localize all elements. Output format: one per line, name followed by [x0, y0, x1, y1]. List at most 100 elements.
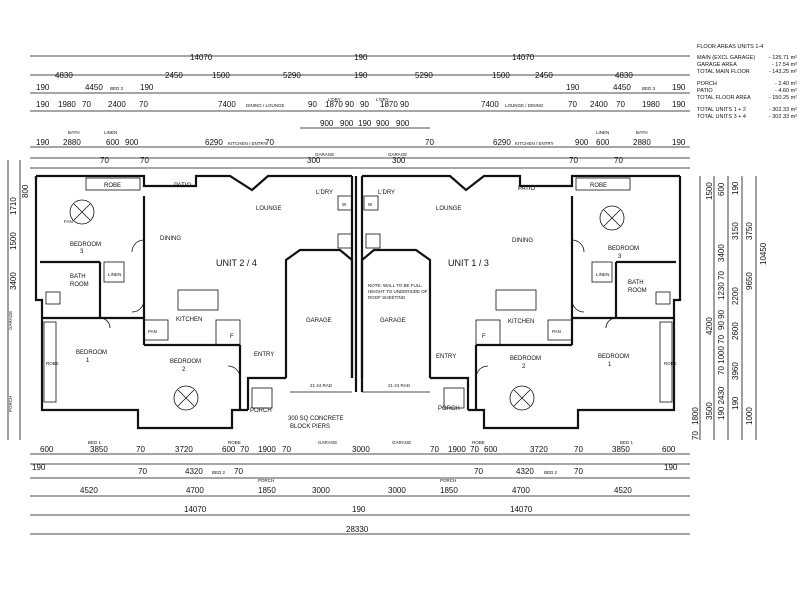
svg-text:W: W [342, 202, 347, 207]
svg-text:600: 600 [662, 445, 676, 454]
svg-text:190 2430: 190 2430 [717, 386, 726, 420]
svg-text:70: 70 [691, 431, 700, 440]
svg-text:4320: 4320 [185, 467, 203, 476]
svg-text:190: 190 [664, 463, 678, 472]
area-row: TOTAL FLOOR AREA- 150.25 m² [697, 95, 797, 101]
room-kitchen: KITCHEN [176, 317, 202, 323]
svg-text:1850: 1850 [258, 486, 276, 495]
svg-text:1870: 1870 [380, 100, 398, 109]
top-dimension-row-6: BATH LINEN 190 2880 600 900 6290 KITCHEN… [36, 130, 686, 147]
room-porch: PORCH [438, 406, 460, 412]
svg-text:GARAGE: GARAGE [315, 152, 334, 157]
room-garage: GARAGE [306, 318, 332, 324]
svg-text:4200: 4200 [705, 317, 714, 335]
svg-text:3500: 3500 [705, 402, 714, 420]
svg-text:90: 90 [345, 100, 354, 109]
top-dimension-row-7: 70 70 300 GARAGE GARAGE 300 70 70 [100, 152, 623, 165]
svg-text:600: 600 [40, 445, 54, 454]
svg-text:70: 70 [616, 100, 625, 109]
svg-text:4830: 4830 [55, 71, 73, 80]
svg-text:1230 70: 1230 70 [717, 271, 726, 300]
svg-text:3000: 3000 [388, 486, 406, 495]
bottom-dimension-lines [30, 453, 690, 535]
svg-text:14070: 14070 [510, 505, 533, 514]
dim-14070-left: 14070 [190, 53, 213, 62]
svg-text:3000: 3000 [352, 445, 370, 454]
area-row: GARAGE AREA- 17.54 m² [697, 62, 797, 68]
svg-text:600: 600 [222, 445, 236, 454]
svg-text:190: 190 [358, 119, 372, 128]
svg-text:LINEN: LINEN [596, 130, 609, 135]
svg-text:90 90: 90 90 [717, 309, 726, 330]
svg-text:3: 3 [618, 254, 622, 260]
svg-text:70 1000 70: 70 1000 70 [717, 334, 726, 375]
room-bedroom-3: BEDROOM [70, 242, 101, 248]
svg-text:70: 70 [470, 445, 479, 454]
svg-text:90: 90 [308, 100, 317, 109]
dim-190-centre: 190 [354, 53, 368, 62]
svg-text:70: 70 [614, 156, 623, 165]
svg-text:ROOM: ROOM [628, 288, 647, 294]
room-dining: DINING [512, 238, 533, 244]
svg-text:ROBE: ROBE [472, 440, 485, 445]
svg-text:70: 70 [474, 467, 483, 476]
svg-text:L'DRY: L'DRY [328, 97, 341, 102]
svg-text:5290: 5290 [415, 71, 433, 80]
svg-text:3400: 3400 [9, 272, 18, 290]
unit-2-4-garage [284, 176, 354, 393]
svg-text:L'DRY: L'DRY [376, 97, 389, 102]
svg-text:1710: 1710 [9, 197, 18, 215]
svg-text:70: 70 [139, 100, 148, 109]
svg-text:3750: 3750 [745, 222, 754, 240]
svg-text:1980: 1980 [58, 100, 76, 109]
svg-text:NOTE: WALL TO BE FULL: NOTE: WALL TO BE FULL [368, 283, 422, 288]
laundry-units: W W [337, 195, 381, 249]
svg-text:70: 70 [568, 100, 577, 109]
bottom-dimension-row-3: 190 190 [32, 463, 678, 472]
svg-text:90: 90 [360, 100, 369, 109]
area-row: TOTAL UNITS 1 + 2- 302.33 m² [697, 107, 797, 113]
svg-text:21 24 RAD: 21 24 RAD [310, 383, 333, 388]
top-dimension-row-3: 190 4450 BED 3 190 190 4450 BED 3 190 [36, 83, 686, 92]
top-dimension-row-2: 4830 2450 1500 5290 190 5290 1500 2450 4… [55, 71, 633, 80]
svg-text:3850: 3850 [612, 445, 630, 454]
svg-text:14070: 14070 [184, 505, 207, 514]
svg-text:90: 90 [400, 100, 409, 109]
room-bedroom-1: BEDROOM [598, 354, 629, 360]
svg-text:600: 600 [717, 182, 726, 196]
ceiling-fans [69, 199, 625, 411]
room-bedroom-2: BEDROOM [170, 359, 201, 365]
svg-text:190: 190 [36, 138, 50, 147]
bottom-dimension-row-4: 70 4320 BED 2 70 70 4320 BED 2 70 [138, 467, 583, 476]
svg-text:KITCHEN / ENTRY: KITCHEN / ENTRY [515, 141, 554, 146]
svg-text:2: 2 [182, 367, 186, 373]
svg-text:3960: 3960 [731, 362, 740, 380]
svg-text:LINEN: LINEN [104, 130, 117, 135]
svg-text:900: 900 [575, 138, 589, 147]
svg-text:BLOCK PIERS: BLOCK PIERS [290, 424, 330, 430]
svg-text:BATH: BATH [636, 130, 648, 135]
svg-text:70: 70 [138, 467, 147, 476]
svg-text:W: W [368, 202, 373, 207]
svg-text:PORCH: PORCH [8, 396, 13, 412]
svg-text:2450: 2450 [165, 71, 183, 80]
svg-text:1800: 1800 [691, 407, 700, 425]
right-dimension-lines: 1500 600 190 3150 3750 10450 3400 1230 7… [691, 176, 768, 440]
dim-14070-right: 14070 [512, 53, 535, 62]
svg-text:BED 2: BED 2 [212, 470, 226, 475]
svg-text:190: 190 [354, 71, 368, 80]
svg-text:1900: 1900 [258, 445, 276, 454]
svg-text:1850: 1850 [440, 486, 458, 495]
svg-text:BED 1: BED 1 [620, 440, 634, 445]
svg-text:190: 190 [32, 463, 46, 472]
svg-text:6290: 6290 [205, 138, 223, 147]
svg-text:ROOM: ROOM [70, 282, 89, 288]
svg-text:900: 900 [396, 119, 410, 128]
unit-2-4-walls [34, 174, 352, 430]
room-garage: GARAGE [380, 318, 406, 324]
svg-text:900: 900 [320, 119, 334, 128]
fan-icon [173, 385, 199, 411]
svg-text:70: 70 [100, 156, 109, 165]
svg-text:2880: 2880 [633, 138, 651, 147]
